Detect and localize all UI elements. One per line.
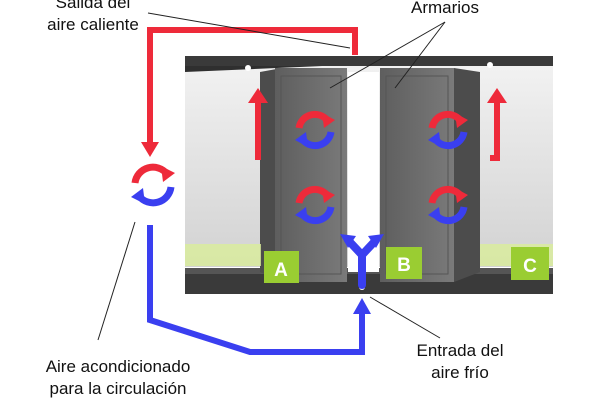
zone-b-label: B (397, 255, 411, 276)
cold-air-split-icon (340, 234, 384, 289)
hot-air-arrow-icon (141, 142, 159, 157)
floor-slab (185, 272, 553, 294)
circulation-cycle-icon (295, 110, 335, 150)
zone-c: C (480, 244, 553, 280)
ceiling-slab (185, 56, 553, 66)
hot-air-exit-line2: aire caliente (47, 15, 139, 34)
hot-air-arrow-icon (487, 88, 507, 103)
cold-air-inlet-label: Entrada del aire frío (400, 340, 520, 384)
circulation-cycle-icon (428, 110, 468, 150)
cabinet-left (260, 68, 347, 282)
cold-air-arrow-icon (353, 298, 371, 314)
leader-line (369, 296, 441, 339)
ceiling-light (487, 62, 493, 68)
leader-line (97, 221, 136, 341)
cold-air-inlet-line1: Entrada del (416, 341, 504, 360)
zone-b: B (386, 247, 422, 279)
zone-c-label: C (523, 256, 537, 277)
cold-air-supply-duct (147, 225, 365, 355)
zone-a: A (185, 244, 299, 283)
cold-air-inlet-line2: aire frío (431, 363, 489, 382)
leader-line (394, 21, 446, 89)
ceiling-light (245, 65, 251, 71)
hot-air-arrow-icon (248, 88, 268, 103)
conditioned-air-line2: para la circulación (49, 379, 187, 398)
hot-air-arrow-icon (490, 100, 500, 161)
cabinets-label: Armarios (410, 0, 479, 17)
hot-air-return-duct (147, 27, 358, 145)
zone-a-label: A (274, 260, 288, 281)
hot-air-exit-line1: Salida del (55, 0, 131, 12)
leader-line (147, 12, 351, 49)
cabinet-right (380, 68, 480, 282)
conditioned-air-line1: Aire acondicionado (45, 357, 191, 376)
circulation-cycle-icon (295, 185, 335, 225)
circulation-cycle-icon (131, 163, 175, 207)
leader-line (329, 21, 446, 89)
conditioned-air-label: Aire acondicionado para la circulación (28, 356, 208, 400)
hot-air-exit-label: Salida del aire caliente (38, 0, 148, 36)
circulation-cycle-icon (428, 185, 468, 225)
